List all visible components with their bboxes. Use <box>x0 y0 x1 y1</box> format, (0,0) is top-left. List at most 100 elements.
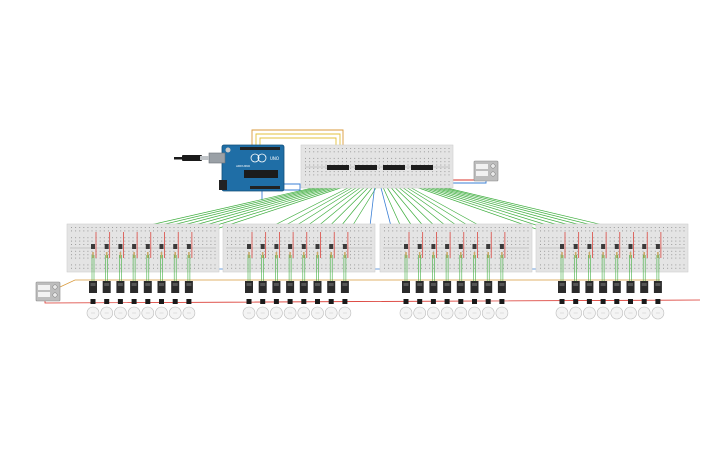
relay <box>130 281 139 293</box>
resistor <box>629 252 632 258</box>
bulb-socket <box>131 299 137 304</box>
resistor <box>561 252 563 258</box>
ground-wire <box>261 183 301 200</box>
transistor <box>274 244 279 249</box>
shift-register-group <box>327 165 433 170</box>
resistor <box>473 252 476 258</box>
relay <box>456 281 465 293</box>
relay <box>653 281 662 293</box>
bottom-breadboard <box>66 223 220 273</box>
transistor <box>132 244 137 249</box>
bulb-socket <box>260 299 266 304</box>
transistor <box>499 244 504 249</box>
relay <box>558 281 566 293</box>
latch-wire <box>259 137 337 150</box>
relay <box>184 281 193 293</box>
bulb-socket <box>458 299 464 304</box>
power-supply-bottom[interactable] <box>35 281 61 302</box>
transistor <box>431 244 436 249</box>
resistor <box>418 252 421 258</box>
relay <box>89 281 97 293</box>
bulb-socket <box>444 299 450 304</box>
transistor <box>315 244 320 249</box>
transistor <box>342 244 347 249</box>
bulb-socket <box>315 299 320 304</box>
bulb-socket <box>328 299 334 304</box>
digital-header <box>240 147 280 150</box>
shift-register-chip <box>327 165 349 170</box>
bulb-socket <box>417 299 423 304</box>
resistor <box>643 252 645 258</box>
transistor <box>118 244 123 249</box>
transistor <box>472 244 477 249</box>
resistor <box>92 252 94 258</box>
transistor <box>104 244 109 249</box>
resistor <box>119 252 122 258</box>
relay <box>116 281 125 293</box>
relay <box>245 281 253 293</box>
resistor <box>588 252 591 258</box>
transistor <box>260 244 265 249</box>
supply-wire <box>453 181 487 184</box>
data-wire <box>251 129 344 150</box>
transistor <box>560 244 564 249</box>
relay <box>429 281 438 293</box>
transistor <box>642 244 647 249</box>
bulb-socket <box>159 299 164 304</box>
resistor <box>616 252 618 258</box>
relay <box>402 281 410 293</box>
relay <box>640 281 649 293</box>
relay <box>497 281 506 293</box>
transistor <box>601 244 606 249</box>
relay <box>272 281 281 293</box>
resistor <box>174 252 176 258</box>
resistor <box>501 252 503 258</box>
ground-drop-wire <box>379 183 393 231</box>
transistor <box>91 244 95 249</box>
power-supply-top[interactable] <box>473 160 499 182</box>
bulb-socket <box>186 299 192 304</box>
bulb-socket <box>430 299 436 304</box>
resistor <box>405 252 407 258</box>
transistor <box>573 244 578 249</box>
transistor <box>159 244 164 249</box>
resistor <box>275 252 278 258</box>
usb-cable <box>174 155 209 161</box>
relay <box>286 281 295 293</box>
clock-wire <box>255 133 341 150</box>
bulb-socket <box>342 299 348 304</box>
bulb-socket <box>641 299 647 304</box>
shift-register-chip <box>383 165 405 170</box>
shift-register-chip <box>355 165 377 170</box>
transistor <box>247 244 251 249</box>
bulb-socket <box>586 299 592 304</box>
transistor <box>486 244 491 249</box>
bulb-socket <box>628 299 633 304</box>
transistor <box>329 244 334 249</box>
relay <box>258 281 267 293</box>
bulb-socket <box>104 299 110 304</box>
bulb-neutral-wire <box>59 279 660 288</box>
relay <box>313 281 322 293</box>
transistor <box>458 244 463 249</box>
transistor <box>186 244 191 249</box>
relay <box>612 281 621 293</box>
transistor <box>445 244 450 249</box>
resistor <box>261 252 264 258</box>
bulb-socket <box>559 299 565 304</box>
bulb-socket <box>172 299 178 304</box>
bulb-socket <box>600 299 606 304</box>
power-jack <box>219 180 227 190</box>
relay <box>171 281 180 293</box>
reset-button[interactable] <box>225 147 231 153</box>
resistor <box>147 252 149 258</box>
relay <box>626 281 635 293</box>
arduino-board[interactable]: ARDUINO UNO <box>208 144 285 192</box>
resistor <box>289 252 291 258</box>
resistor <box>330 252 332 258</box>
resistor <box>574 252 577 258</box>
transistor <box>417 244 422 249</box>
relay <box>157 281 166 293</box>
bulb-socket <box>90 299 96 304</box>
